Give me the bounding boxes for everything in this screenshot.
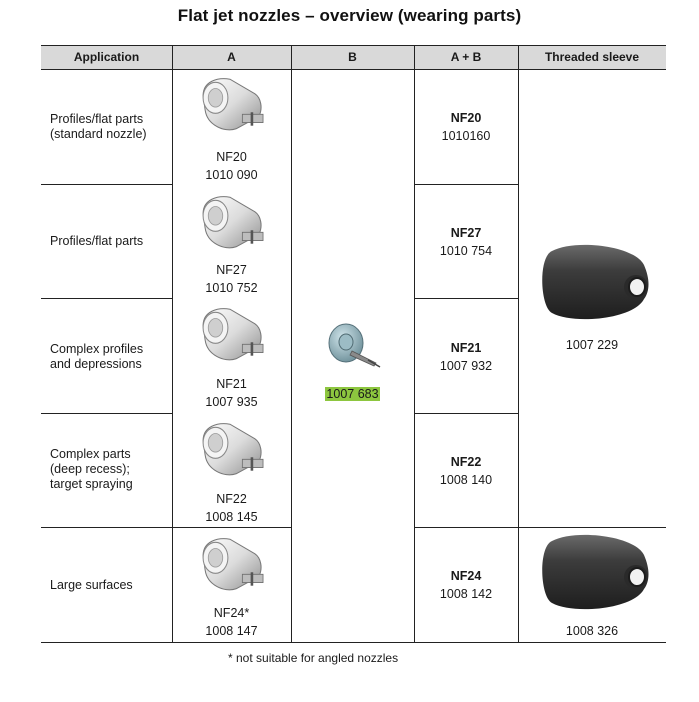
header-a: A <box>227 50 236 64</box>
row1-a-name: NF20 <box>216 150 247 164</box>
row3-a-name: NF21 <box>216 377 247 391</box>
row3-ab: NF21 1007 932 <box>414 339 518 375</box>
flat-nozzle-icon <box>202 78 264 131</box>
sleeve1-code: 1007 229 <box>565 338 619 352</box>
row2-ab-code: 1010 754 <box>439 244 493 258</box>
flat-nozzle-icon <box>202 423 264 476</box>
flat-nozzle-icon <box>202 196 264 249</box>
row5-a-code: 1008 147 <box>205 624 258 638</box>
threaded-sleeve-icon <box>541 243 650 321</box>
b-part-code: 1007 683 <box>291 385 414 403</box>
row4-application: Complex parts (deep recess); target spra… <box>50 447 133 491</box>
row3-ab-name: NF21 <box>450 341 482 355</box>
row5-a-name: NF24* <box>213 606 250 620</box>
row4-ab-code: 1008 140 <box>439 473 493 487</box>
row2-ab-name: NF27 <box>450 226 482 240</box>
row5-a-caption: NF24* 1008 147 <box>172 604 291 640</box>
row4-a-name: NF22 <box>216 492 247 506</box>
header-b: B <box>348 50 357 64</box>
row1-ab: NF20 1010160 <box>414 109 518 145</box>
table-header-background <box>41 45 666 69</box>
row4-a-code: 1008 145 <box>205 510 258 524</box>
row2-application: Profiles/flat parts <box>50 234 144 248</box>
row1-a-caption: NF20 1010 090 <box>172 148 291 184</box>
row1-application: Profiles/flat parts (standard nozzle) <box>50 112 147 141</box>
row2-ab: NF27 1010 754 <box>414 224 518 260</box>
threaded-sleeve-icon <box>541 533 650 611</box>
header-a-plus-b: A + B <box>450 50 482 64</box>
header-application: Application <box>73 50 140 64</box>
row2-a-caption: NF27 1010 752 <box>172 261 291 297</box>
page-title: Flat jet nozzles – overview (wearing par… <box>177 6 522 25</box>
row3-a-code: 1007 935 <box>205 395 258 409</box>
row4-ab-name: NF22 <box>450 455 482 469</box>
header-threaded-sleeve: Threaded sleeve <box>544 50 640 64</box>
row3-ab-code: 1007 932 <box>439 359 493 373</box>
b-part-code-highlight: 1007 683 <box>325 387 380 401</box>
row4-ab: NF22 1008 140 <box>414 453 518 489</box>
flat-nozzle-icon <box>202 538 264 591</box>
wearing-parts-table: Application A B A + B Threaded sleeve Pr… <box>41 45 666 643</box>
needle-insert-icon <box>328 323 381 368</box>
row4-a-caption: NF22 1008 145 <box>172 490 291 526</box>
row3-a-caption: NF21 1007 935 <box>172 375 291 411</box>
row1-ab-code: 1010160 <box>441 129 491 143</box>
flat-nozzle-icon <box>202 308 264 361</box>
row1-a-code: 1010 090 <box>205 168 258 182</box>
row5-ab-code: 1008 142 <box>439 587 493 601</box>
row2-a-code: 1010 752 <box>205 281 258 295</box>
row2-a-name: NF27 <box>216 263 247 277</box>
row5-ab-name: NF24 <box>450 569 482 583</box>
footnote: * not suitable for angled nozzles <box>228 651 399 665</box>
row5-ab: NF24 1008 142 <box>414 567 518 603</box>
row3-application: Complex profiles and depressions <box>50 342 144 371</box>
row5-application: Large surfaces <box>50 578 133 592</box>
row1-ab-name: NF20 <box>450 111 482 125</box>
sleeve2-code: 1008 326 <box>565 624 619 638</box>
